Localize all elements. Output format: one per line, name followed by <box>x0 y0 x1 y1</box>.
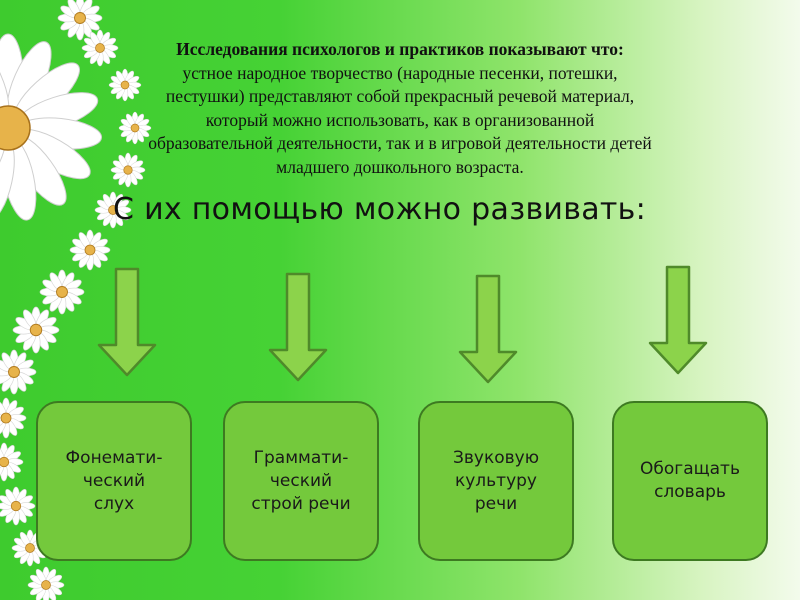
daisy-decoration <box>0 0 152 600</box>
skill-box-grammar: Граммати- ческий строй речи <box>223 401 379 561</box>
intro-line: пестушки) представляют собой прекрасный … <box>165 86 635 106</box>
intro-heading: Исследования психологов и практиков пока… <box>176 39 624 59</box>
intro-line: младшего дошкольного возраста. <box>276 156 524 177</box>
intro-line: который можно использовать, как в органи… <box>205 109 595 130</box>
skill-box-sound-culture: Звуковую культуру речи <box>418 401 574 561</box>
skill-box-phonemic: Фонемати- ческий слух <box>36 401 192 561</box>
skill-box-vocabulary: Обогащать словарь <box>612 401 768 561</box>
down-arrow-icon <box>458 274 518 384</box>
slide-headline: С их помощью можно развивать: <box>113 192 647 227</box>
down-arrow-icon <box>648 265 708 375</box>
down-arrow-icon <box>97 267 157 377</box>
down-arrow-icon <box>268 272 328 382</box>
intro-line: образовательной деятельности, так и в иг… <box>148 133 652 153</box>
intro-text: Исследования психологов и практиков пока… <box>70 38 730 179</box>
intro-line: устное народное творчество (народные пес… <box>182 62 618 83</box>
